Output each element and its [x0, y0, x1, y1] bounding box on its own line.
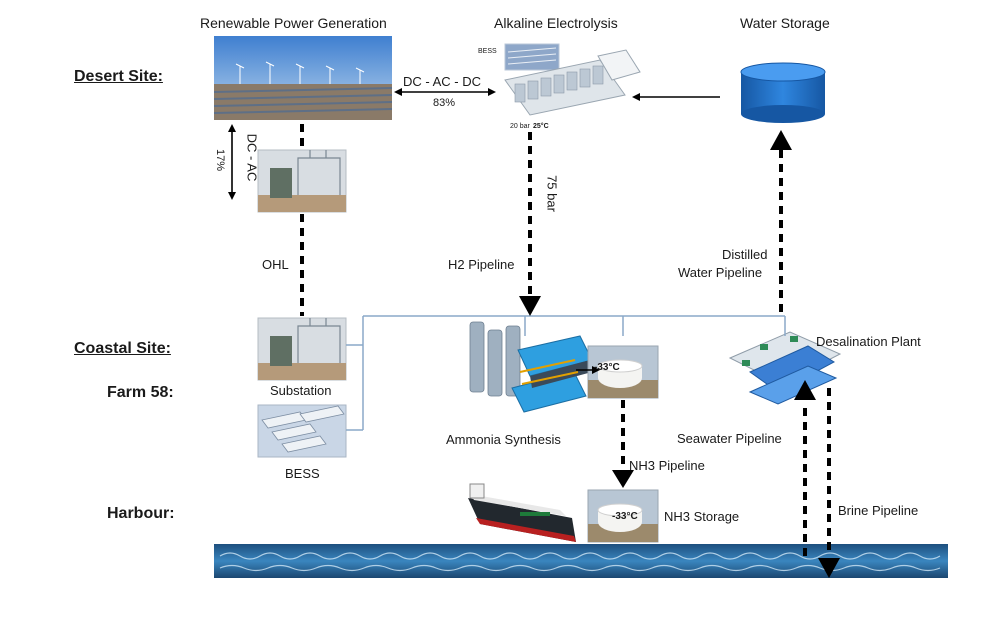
alkaline-electrolysis-header: Alkaline Electrolysis: [494, 15, 618, 31]
electrolyser-image: [504, 43, 641, 116]
farm-58-label: Farm 58:: [107, 384, 174, 401]
desalination-plant-label: Desalination Plant: [816, 334, 921, 349]
coastal-connector-lines: [346, 315, 786, 431]
dc-ac-dc-label: DC - AC - DC: [403, 74, 481, 89]
h2-pipeline-arrowhead: [519, 296, 541, 316]
tank-temperature-label-2: -33°C: [612, 511, 638, 522]
ammonia-tank-image: [587, 345, 659, 399]
nh3-storage-tank-image: [587, 489, 659, 543]
substation-image: [257, 317, 347, 381]
water-pipeline-label: Water Pipeline: [678, 265, 763, 280]
distilled-label: Distilled: [722, 247, 768, 262]
bess-image: [257, 404, 347, 458]
nh3-storage-label: NH3 Storage: [664, 509, 740, 524]
electrolyser-temperature-label: 25°C: [533, 123, 549, 130]
dc-ac-percentage: 17%: [214, 148, 226, 172]
electrolyser-pressure-label: 20 bar: [510, 123, 530, 130]
ohl-label: OHL: [262, 257, 289, 272]
water-storage-header: Water Storage: [740, 15, 830, 31]
brine-pipeline-label: Brine Pipeline: [838, 503, 919, 518]
substation-label: Substation: [270, 383, 332, 398]
ammonia-synthesis-image: [469, 321, 593, 413]
h2-pipeline-label: H2 Pipeline: [448, 257, 515, 272]
ammonia-synthesis-label: Ammonia Synthesis: [446, 432, 561, 447]
seawater-pipeline-label: Seawater Pipeline: [677, 431, 782, 446]
seawater-pipeline-arrowhead: [794, 380, 816, 400]
desalination-plant-image: [728, 331, 842, 405]
renewable-plant-image: [213, 36, 393, 120]
nh3-pipeline-label: NH3 Pipeline: [629, 458, 705, 473]
nh3-pipeline-arrowhead: [612, 470, 634, 488]
h2-pipeline-pressure-label: 75 bar: [544, 175, 560, 212]
water-storage-tank-icon: [740, 62, 826, 123]
dc-ac-label: DC - AC: [244, 133, 260, 182]
brine-pipeline-arrowhead: [818, 558, 840, 578]
harbour-label: Harbour:: [107, 505, 175, 522]
tank-temperature-label-1: -33°C: [594, 362, 620, 373]
renewable-power-generation-header: Renewable Power Generation: [200, 15, 387, 31]
bess-label: BESS: [285, 466, 320, 481]
ammonia-ship-image: [468, 483, 576, 542]
bess-small-label: BESS: [478, 48, 497, 55]
distilled-water-arrowhead: [770, 130, 792, 150]
dc-ac-dc-percentage: 83%: [433, 97, 456, 109]
desert-site-label: Desert Site:: [74, 68, 163, 85]
transformer-image-desert: [257, 149, 347, 213]
coastal-site-label: Coastal Site:: [74, 340, 171, 357]
